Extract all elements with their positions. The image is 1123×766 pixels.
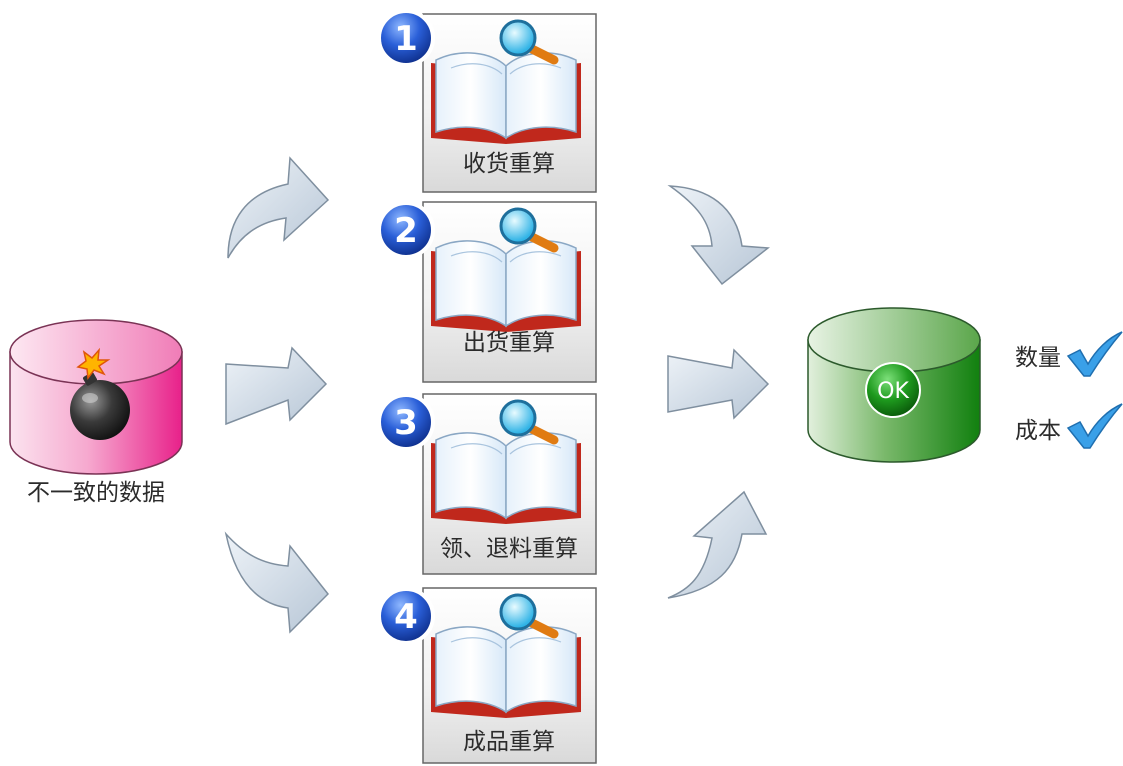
arrow-up-right xyxy=(227,156,330,259)
step-card-1: 收货重算 xyxy=(422,13,597,193)
arrow-right xyxy=(225,346,328,426)
step-4-label: 成品重算 xyxy=(463,729,555,755)
check-label-quantity: 数量 xyxy=(1015,345,1061,371)
svg-text:2: 2 xyxy=(394,211,418,251)
step-card-3: 领、退料重算 xyxy=(422,393,597,575)
result-database: OK xyxy=(807,307,981,463)
source-label: 不一致的数据 xyxy=(27,480,165,506)
step-1-badge: 1 xyxy=(377,9,435,67)
arrows-source-to-steps xyxy=(224,156,330,634)
check-item-cost: 成本 xyxy=(1015,403,1123,449)
checkmark-icon xyxy=(1066,331,1123,377)
step-2-label: 出货重算 xyxy=(463,330,555,356)
svg-text:1: 1 xyxy=(394,19,418,59)
arrow-right xyxy=(667,348,770,420)
ok-badge-icon: OK xyxy=(865,362,921,418)
step-card-4: 成品重算 xyxy=(422,587,597,764)
bomb-icon xyxy=(70,347,130,440)
step-3-label: 领、退料重算 xyxy=(440,536,578,562)
source-database: 不一致的数据 xyxy=(9,319,183,506)
step-3-badge: 3 xyxy=(377,393,435,451)
step-card-2: 出货重算 xyxy=(422,201,597,383)
svg-text:4: 4 xyxy=(394,597,418,637)
checkmark-icon xyxy=(1066,403,1123,449)
arrow-down-right xyxy=(667,185,770,286)
arrows-steps-to-result xyxy=(667,185,770,599)
arrow-down-right xyxy=(224,531,330,634)
step-4-badge: 4 xyxy=(377,587,435,645)
check-item-quantity: 数量 xyxy=(1015,331,1123,377)
arrow-up-right xyxy=(667,490,768,599)
step-2-badge: 2 xyxy=(377,201,435,259)
svg-text:3: 3 xyxy=(394,403,418,443)
step-1-label: 收货重算 xyxy=(463,151,555,177)
check-label-cost: 成本 xyxy=(1015,418,1061,444)
svg-text:OK: OK xyxy=(877,379,909,404)
